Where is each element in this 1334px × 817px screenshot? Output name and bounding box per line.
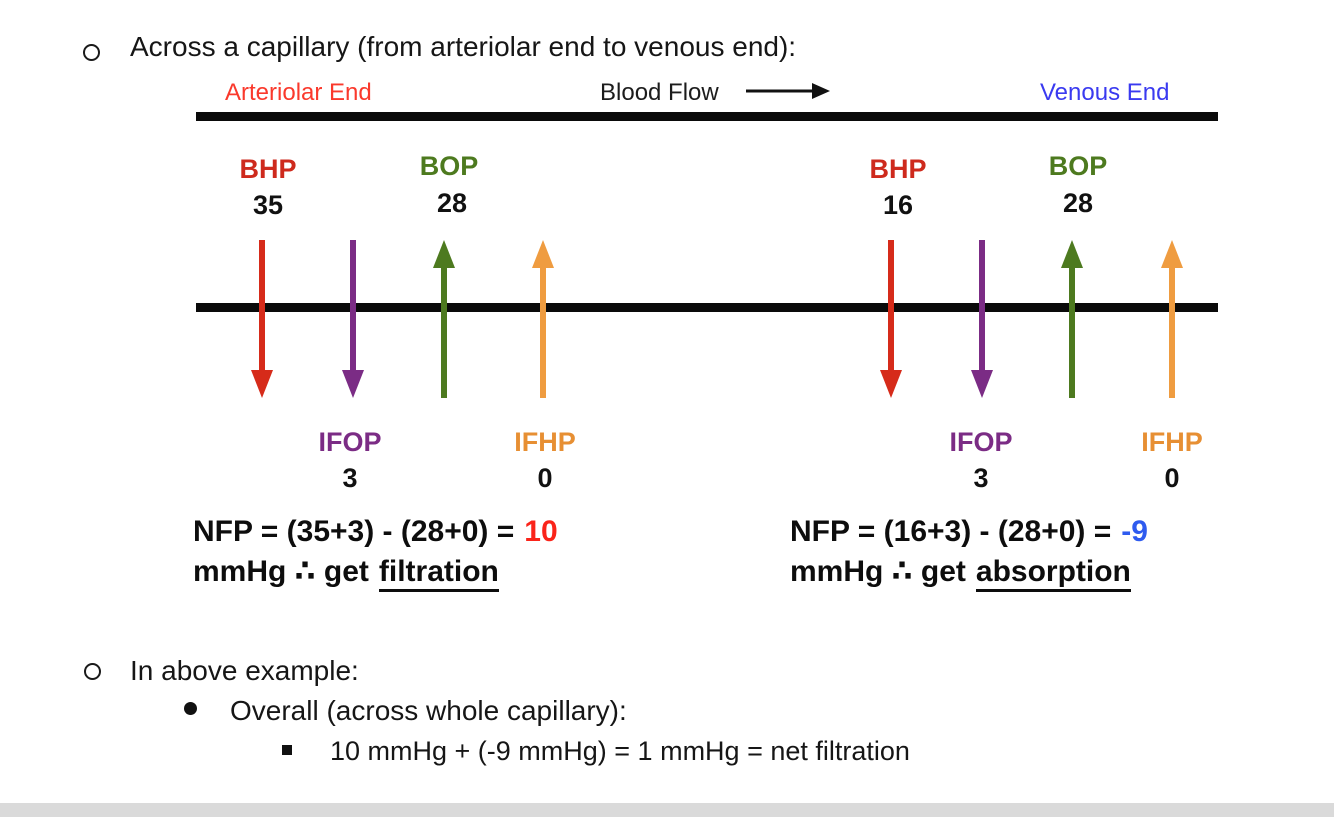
venous-bhp-label: BHP [869,154,927,184]
filled-bullet-icon [184,702,197,715]
venous-nfp-equation: NFP = (16+3) - (28+0) = -9 [790,517,1148,547]
venous-ifop-value: 3 [973,463,989,493]
venous-ifhp-label: IFHP [1141,427,1203,457]
blood-flow-label: Blood Flow [600,79,719,106]
arteriolar-end-label: Arteriolar End [225,79,372,106]
venous-nfp-conclusion: mmHg ∴ get absorption [790,555,1131,592]
arteriolar-bop-label: BOP [419,151,479,181]
arteriolar-ifop-value: 3 [342,463,358,493]
bullet-across-capillary: Across a capillary (from arteriolar end … [130,31,797,62]
arteriolar-bhp-value: 35 [252,190,284,220]
arteriolar-conclusion-term: filtration [378,555,499,592]
arteriolar-nfp-conclusion: mmHg ∴ get filtration [193,555,499,592]
capillary-top-wall [196,112,1218,121]
arteriolar-conclusion-prefix: mmHg ∴ get [193,555,369,588]
arteriolar-ifhp-value: 0 [537,463,553,493]
venous-bop-up-arrow-icon [1061,240,1083,398]
arteriolar-ifhp-up-arrow-icon [532,240,554,398]
circle-bullet-icon [83,44,100,61]
venous-nfp-expression: NFP = (16+3) - (28+0) = [790,515,1112,548]
venous-end-label: Venous End [1040,79,1170,106]
venous-nfp-result: -9 [1121,515,1148,548]
arteriolar-bhp-label: BHP [239,154,297,184]
arteriolar-bop-value: 28 [436,188,468,218]
arteriolar-nfp-result: 10 [524,515,558,548]
venous-conclusion-prefix: mmHg ∴ get [790,555,966,588]
arteriolar-bhp-down-arrow-icon [251,240,273,398]
bullet-overall: Overall (across whole capillary): [230,695,627,726]
arteriolar-ifop-label: IFOP [318,427,382,457]
venous-ifhp-value: 0 [1164,463,1180,493]
bullet-net-filtration: 10 mmHg + (-9 mmHg) = 1 mmHg = net filtr… [330,736,910,766]
venous-ifop-label: IFOP [949,427,1013,457]
venous-ifhp-up-arrow-icon [1161,240,1183,398]
venous-bop-value: 28 [1062,188,1094,218]
circle-bullet-icon [84,663,101,680]
venous-bhp-down-arrow-icon [880,240,902,398]
square-bullet-icon [282,745,292,755]
slide-bottom-edge [0,803,1334,817]
venous-conclusion-term: absorption [975,555,1131,592]
arteriolar-ifop-down-arrow-icon [342,240,364,398]
blood-flow-arrow-icon [746,83,830,99]
capillary-membrane-line [196,303,1218,312]
venous-bhp-value: 16 [882,190,914,220]
arteriolar-nfp-equation: NFP = (35+3) - (28+0) = 10 [193,517,558,547]
arteriolar-ifhp-label: IFHP [514,427,576,457]
bullet-in-above-example: In above example: [130,655,359,686]
arteriolar-bop-up-arrow-icon [433,240,455,398]
venous-ifop-down-arrow-icon [971,240,993,398]
arteriolar-nfp-expression: NFP = (35+3) - (28+0) = [193,515,515,548]
venous-bop-label: BOP [1048,151,1108,181]
